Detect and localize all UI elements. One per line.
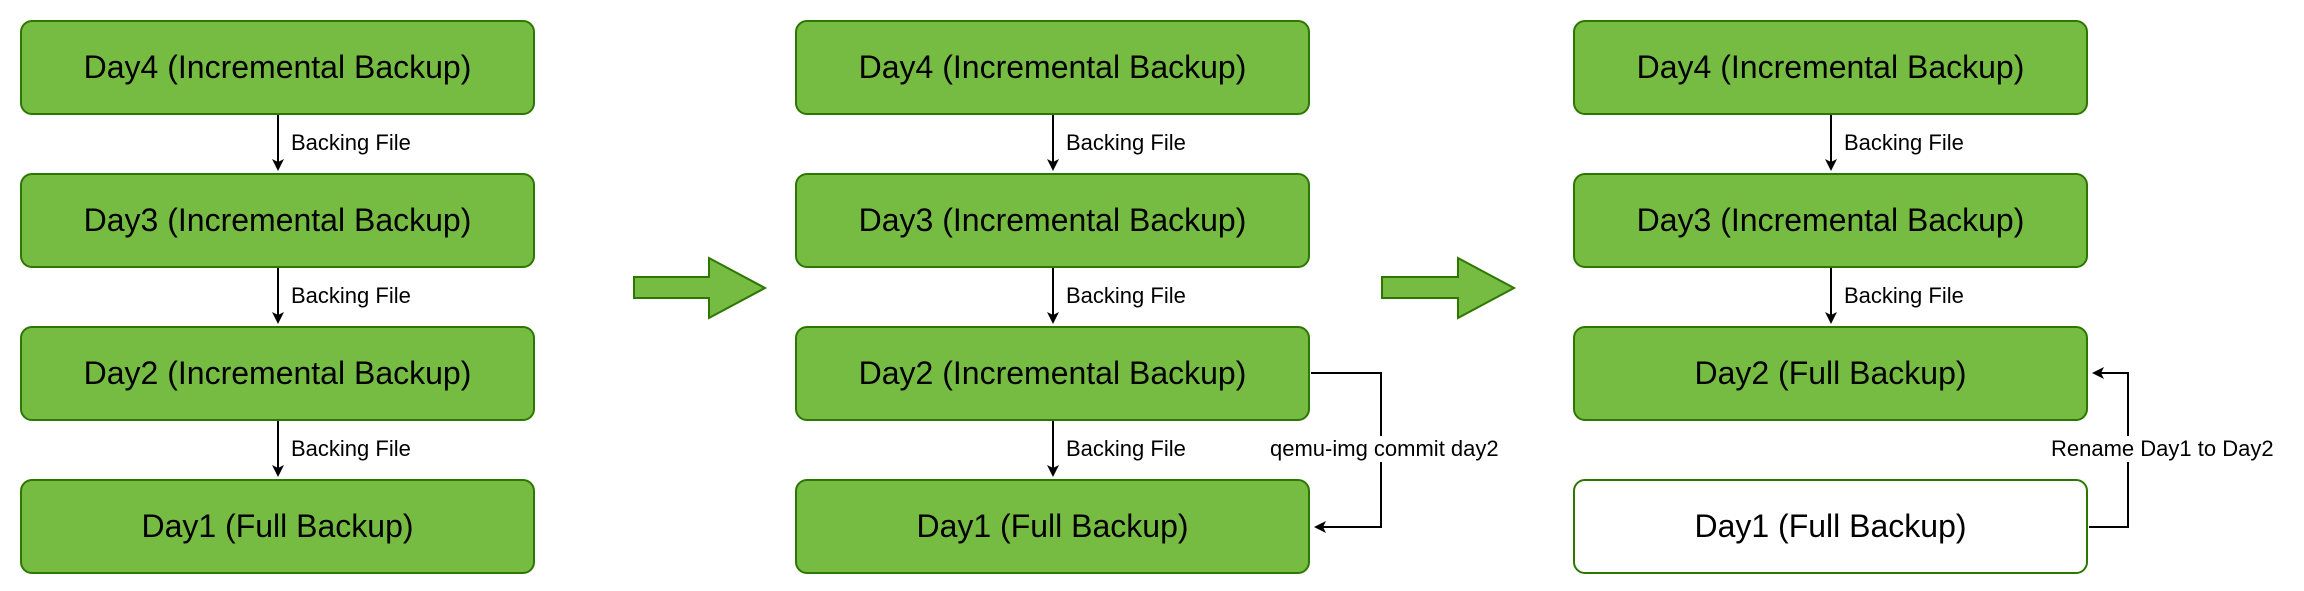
- s3-edge-label-3-2: Backing File: [1842, 283, 1966, 309]
- s3-edge-label-4-3: Backing File: [1842, 130, 1966, 156]
- s2-commit-label: qemu-img commit day2: [1268, 436, 1501, 462]
- s1-node-day1: Day1 (Full Backup): [20, 479, 535, 574]
- s2-edge-label-3-2: Backing File: [1064, 283, 1188, 309]
- s1-edge-label-3-2: Backing File: [289, 283, 413, 309]
- s1-node-day3: Day3 (Incremental Backup): [20, 173, 535, 268]
- s2-edge-label-4-3: Backing File: [1064, 130, 1188, 156]
- transition-arrow-2: [1381, 256, 1517, 320]
- transition-arrow-1: [633, 256, 768, 320]
- s2-node-day4: Day4 (Incremental Backup): [795, 20, 1310, 115]
- s3-node-day3: Day3 (Incremental Backup): [1573, 173, 2088, 268]
- s1-node-day2: Day2 (Incremental Backup): [20, 326, 535, 421]
- s3-node-day4: Day4 (Incremental Backup): [1573, 20, 2088, 115]
- s3-node-day2: Day2 (Full Backup): [1573, 326, 2088, 421]
- s3-rename-label: Rename Day1 to Day2: [2049, 436, 2276, 462]
- s1-edge-label-4-3: Backing File: [289, 130, 413, 156]
- s2-node-day2: Day2 (Incremental Backup): [795, 326, 1310, 421]
- s2-node-day1: Day1 (Full Backup): [795, 479, 1310, 574]
- s1-node-day4: Day4 (Incremental Backup): [20, 20, 535, 115]
- s2-edge-label-2-1: Backing File: [1064, 436, 1188, 462]
- s1-edge-label-2-1: Backing File: [289, 436, 413, 462]
- s3-node-day1-renamed: Day1 (Full Backup): [1573, 479, 2088, 574]
- s2-node-day3: Day3 (Incremental Backup): [795, 173, 1310, 268]
